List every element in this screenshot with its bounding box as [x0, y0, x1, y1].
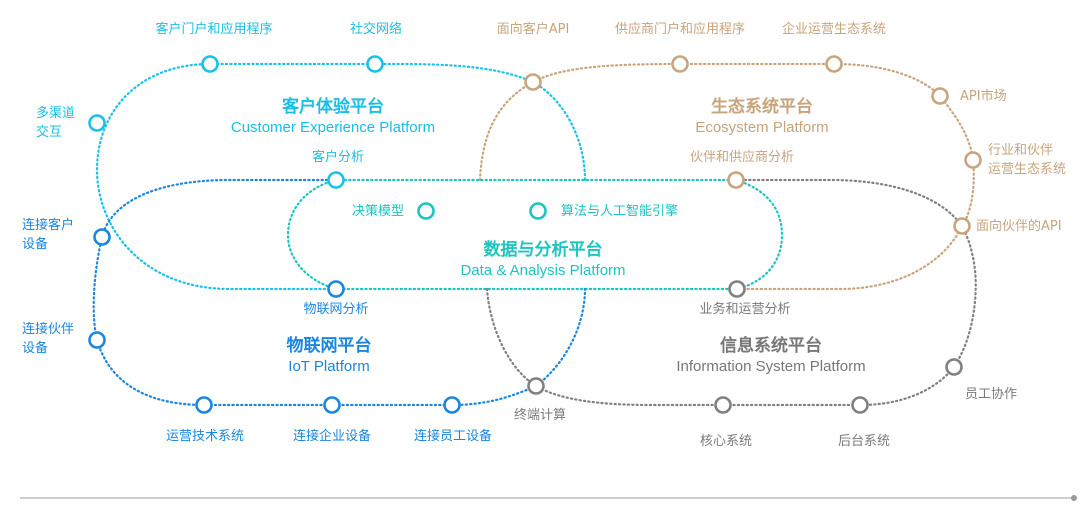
label-connect-employee: 连接员工设备	[413, 429, 493, 444]
bottom-axis-end-dot	[1071, 495, 1077, 501]
info-platform-title-zh: 信息系统平台	[719, 336, 822, 356]
label-industry-line2: 运营生态系统	[988, 162, 1067, 177]
ecosystem-platform-title-zh: 生态系统平台	[711, 97, 813, 117]
label-decision-model: 决策模型	[352, 204, 405, 219]
node-connect-customer	[93, 228, 111, 246]
label-multichannel-line2: 交互	[36, 125, 63, 140]
node-connect-enterprise	[323, 396, 341, 414]
data-platform-title-zh: 数据与分析平台	[483, 240, 603, 260]
label-connect-customer-line1: 连接客户	[22, 218, 75, 233]
customer-experience-arc	[531, 80, 587, 182]
label-industry-ecosystem: 行业和伙伴 运营生态系统	[988, 141, 1066, 179]
node-business-analysis	[728, 280, 746, 298]
label-ai-engine: 算法与人工智能引擎	[561, 204, 679, 219]
data-platform-title-en: Data & Analysis Platform	[460, 262, 626, 279]
label-connect-customer: 连接客户 设备	[22, 216, 74, 254]
label-connect-partner-line2: 设备	[22, 341, 49, 356]
node-decision-model	[417, 202, 435, 220]
node-supplier-portal	[671, 55, 689, 73]
node-enterprise-ecosystem	[825, 55, 843, 73]
node-customer-analysis	[327, 171, 345, 189]
customer-platform-title-zh: 客户体验平台	[282, 97, 384, 117]
label-backend-systems: 后台系统	[837, 434, 891, 449]
label-partner-analysis: 伙伴和供应商分析	[689, 150, 795, 165]
iot-platform-title-en: IoT Platform	[288, 358, 370, 375]
node-employee-collab	[945, 358, 963, 376]
node-connect-employee	[443, 396, 461, 414]
label-industry-line1: 行业和伙伴	[988, 143, 1054, 158]
label-multichannel: 多渠道 交互	[36, 104, 75, 142]
label-customer-api: 面向客户API	[496, 22, 570, 37]
node-multichannel	[88, 114, 106, 132]
label-enterprise-ecosystem: 企业运营生态系统	[781, 22, 887, 37]
node-ot-systems	[195, 396, 213, 414]
info-platform-title: 信息系统平台 Information System Platform	[676, 335, 865, 377]
customer-experience-loop	[95, 62, 535, 291]
ecosystem-platform-title-en: Ecosystem Platform	[695, 119, 829, 136]
iot-platform-title: 物联网平台 IoT Platform	[287, 335, 372, 377]
ecosystem-loop	[478, 62, 975, 291]
label-api-market: API市场	[960, 89, 1007, 104]
label-connect-partner-line1: 连接伙伴	[22, 322, 75, 337]
label-customer-analysis: 客户分析	[311, 150, 365, 165]
node-partner-analysis	[727, 171, 745, 189]
node-partner-api	[953, 217, 971, 235]
ecosystem-platform-title: 生态系统平台 Ecosystem Platform	[695, 96, 828, 138]
node-backend-systems	[851, 396, 869, 414]
iot-platform-title-zh: 物联网平台	[286, 336, 372, 356]
data-platform-title: 数据与分析平台 Data & Analysis Platform	[460, 239, 625, 281]
node-core-systems	[714, 396, 732, 414]
label-core-systems: 核心系统	[699, 434, 753, 449]
label-partner-api: 面向伙伴的API	[976, 219, 1062, 234]
label-edge-computing: 终端计算	[513, 408, 567, 423]
label-connect-partner: 连接伙伴 设备	[22, 320, 74, 358]
label-ot-systems: 运营技术系统	[165, 429, 245, 444]
label-multichannel-line1: 多渠道	[36, 106, 76, 121]
node-iot-analysis	[327, 280, 345, 298]
label-connect-enterprise: 连接企业设备	[292, 429, 372, 444]
customer-platform-title-en: Customer Experience Platform	[230, 119, 436, 136]
info-platform-title-en: Information System Platform	[676, 358, 866, 375]
node-edge-computing	[527, 377, 545, 395]
label-customer-portal: 客户门户和应用程序	[155, 22, 273, 37]
node-ai-engine	[529, 202, 547, 220]
label-connect-customer-line2: 设备	[22, 237, 49, 252]
node-industry-ecosystem	[964, 151, 982, 169]
node-customer-portal	[201, 55, 219, 73]
label-social-network: 社交网络	[349, 22, 403, 37]
label-supplier-portal: 供应商门户和应用程序	[614, 22, 746, 37]
node-customer-api	[524, 73, 542, 91]
customer-platform-title: 客户体验平台 Customer Experience Platform	[231, 96, 435, 138]
label-employee-collab: 员工协作	[965, 387, 1018, 402]
node-connect-partner	[88, 331, 106, 349]
label-business-analysis: 业务和运营分析	[699, 302, 791, 317]
node-social-network	[366, 55, 384, 73]
node-api-market	[931, 87, 949, 105]
label-iot-analysis: 物联网分析	[303, 302, 369, 317]
